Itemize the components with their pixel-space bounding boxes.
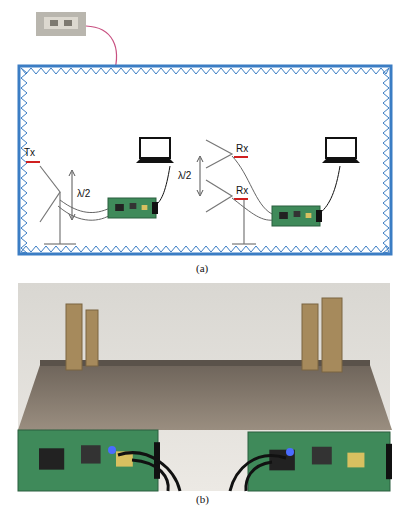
laptop-icon — [322, 138, 360, 163]
antenna-photo-detail — [44, 17, 78, 29]
antenna-label: Tx — [24, 147, 35, 158]
subfigure-label: (b) — [196, 493, 209, 505]
usb-cable — [156, 166, 170, 205]
sdr-board — [108, 198, 158, 218]
laptop-icon — [136, 138, 174, 163]
absorber-zigzag — [21, 68, 389, 253]
half-wave-arrow — [197, 156, 203, 196]
dimension-label: λ/2 — [178, 170, 191, 181]
usb-cable — [230, 456, 286, 491]
sdr-board — [272, 206, 322, 226]
led — [286, 448, 294, 456]
usb-cable — [320, 166, 340, 213]
antenna-label: Rx — [236, 185, 248, 196]
dimension-label: λ/2 — [77, 188, 90, 199]
cable — [58, 200, 112, 220]
usb-cable — [118, 453, 180, 491]
antenna-panel — [66, 298, 342, 372]
antenna-label: Rx — [236, 143, 248, 154]
led — [108, 446, 116, 454]
anechoic-chamber — [19, 66, 391, 254]
antenna-photo-detail — [64, 20, 72, 26]
cable — [232, 156, 274, 220]
tx-antenna — [26, 162, 76, 244]
half-wave-arrow — [69, 170, 75, 220]
antenna-photo — [36, 12, 86, 36]
rx-antenna — [206, 140, 256, 244]
subfigure-label: (a) — [196, 262, 208, 274]
table — [18, 365, 392, 430]
antenna-photo-detail — [50, 20, 58, 26]
